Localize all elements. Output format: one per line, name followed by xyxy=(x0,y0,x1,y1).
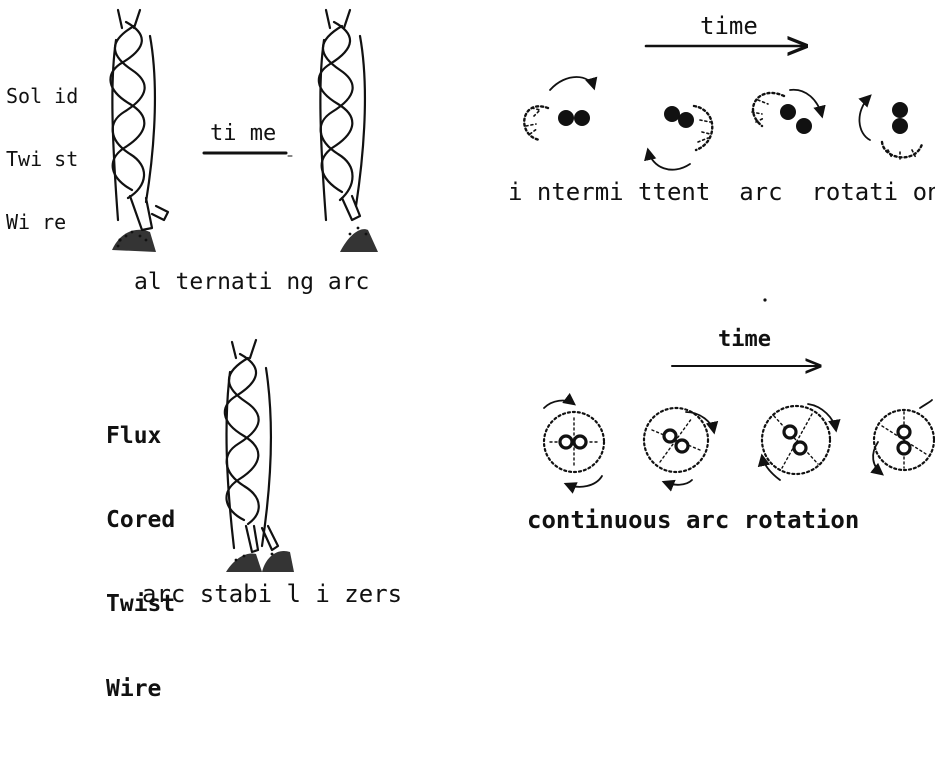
intermittent-frame-1-icon xyxy=(523,76,598,142)
flux-cored-twist-wire-label: Flux Cored Twist Wire xyxy=(106,366,175,759)
solid-twist-wire-label: Sol id Twi st Wi re xyxy=(6,44,78,275)
intermittent-time-label: time xyxy=(700,12,758,40)
continuous-caption: continuous arc rotation xyxy=(527,506,860,534)
flux-label-line-4: Wire xyxy=(106,675,162,702)
diagram-drawing xyxy=(109,8,935,572)
solid-label-line-2: Twi st xyxy=(6,147,79,171)
continuous-frame-4-icon xyxy=(870,399,935,476)
arc-spray-right-icon xyxy=(340,226,378,252)
intermittent-frame-2-icon xyxy=(644,104,714,171)
alternating-arc-caption: al ternati ng arc xyxy=(134,269,370,295)
solid-label-line-3: Wi re xyxy=(6,210,67,234)
continuous-frame-2-icon xyxy=(642,406,719,492)
continuous-frame-1-icon xyxy=(542,392,606,494)
intermittent-frame-4-icon xyxy=(858,94,924,163)
intermittent-caption: i ntermi ttent arc rotati on xyxy=(508,178,935,206)
arc-stabilizer-spray-icon xyxy=(226,550,294,572)
flux-wire-icon xyxy=(223,338,280,554)
stray-dot xyxy=(763,298,767,302)
continuous-time-label: time xyxy=(718,327,771,352)
arc-stabilizers-caption: arc stabi l i zers xyxy=(142,580,403,608)
arc-spray-left-icon xyxy=(112,229,156,252)
solid-wire-left-icon xyxy=(109,8,170,232)
solid-time-label: ti me xyxy=(210,121,277,146)
solid-label-line-1: Sol id xyxy=(6,84,79,108)
flux-label-line-2: Cored xyxy=(106,507,176,534)
intermittent-frame-3-icon xyxy=(751,88,826,134)
continuous-frame-3-icon xyxy=(757,403,841,481)
twist-wire-arc-diagram: Sol id Twi st Wi re ti me al ternati ng … xyxy=(6,8,935,702)
flux-label-line-1: Flux xyxy=(106,423,162,450)
solid-wire-right-icon xyxy=(317,8,367,222)
